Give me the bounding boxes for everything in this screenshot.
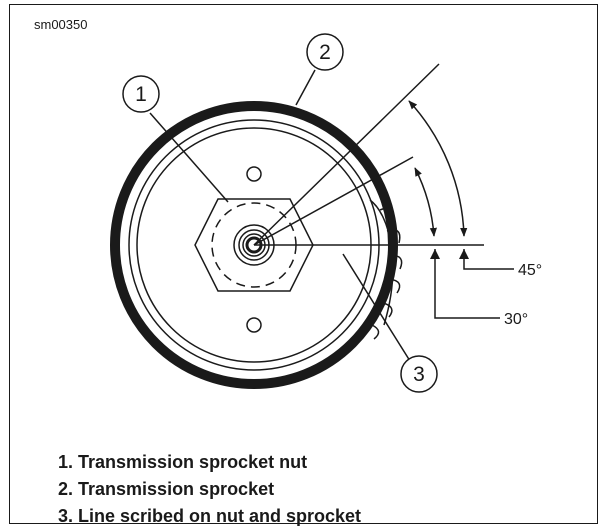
callout-1-leader [149, 112, 229, 203]
callout-1-number: 1 [135, 83, 147, 106]
hex-nut [194, 198, 314, 292]
angle-label-30: 30° [504, 311, 528, 328]
callout-3-leader [342, 253, 411, 362]
callout-2-number: 2 [319, 41, 331, 64]
dimension-arrows [430, 249, 469, 259]
callout-1: 1 [122, 75, 160, 113]
callout-2-leader [295, 69, 316, 106]
leader-45 [463, 249, 514, 270]
figure-reference: sm00350 [34, 17, 88, 32]
leader-30 [434, 249, 500, 319]
callout-2: 2 [306, 33, 344, 71]
angle-arc-30 [414, 167, 437, 237]
legend-item-3: 3. Line scribed on nut and sprocket [58, 506, 362, 526]
sprocket-diagram: 1 2 3 45° 30° [110, 33, 542, 393]
callout-3: 3 [400, 355, 438, 393]
angle-label-45: 45° [518, 262, 542, 279]
callout-3-number: 3 [413, 363, 425, 386]
legend-item-1: 1. Transmission sprocket nut [58, 452, 308, 472]
reference-line-45 [253, 63, 440, 246]
angle-arc-45 [408, 100, 468, 237]
legend-item-2: 2. Transmission sprocket [58, 479, 275, 499]
bolt-hole-bottom [246, 317, 262, 333]
figure-frame: sm00350 [9, 4, 598, 526]
legend: 1. Transmission sprocket nut 2. Transmis… [58, 449, 361, 530]
bolt-hole-top [246, 166, 262, 182]
reference-line-30 [253, 156, 414, 246]
